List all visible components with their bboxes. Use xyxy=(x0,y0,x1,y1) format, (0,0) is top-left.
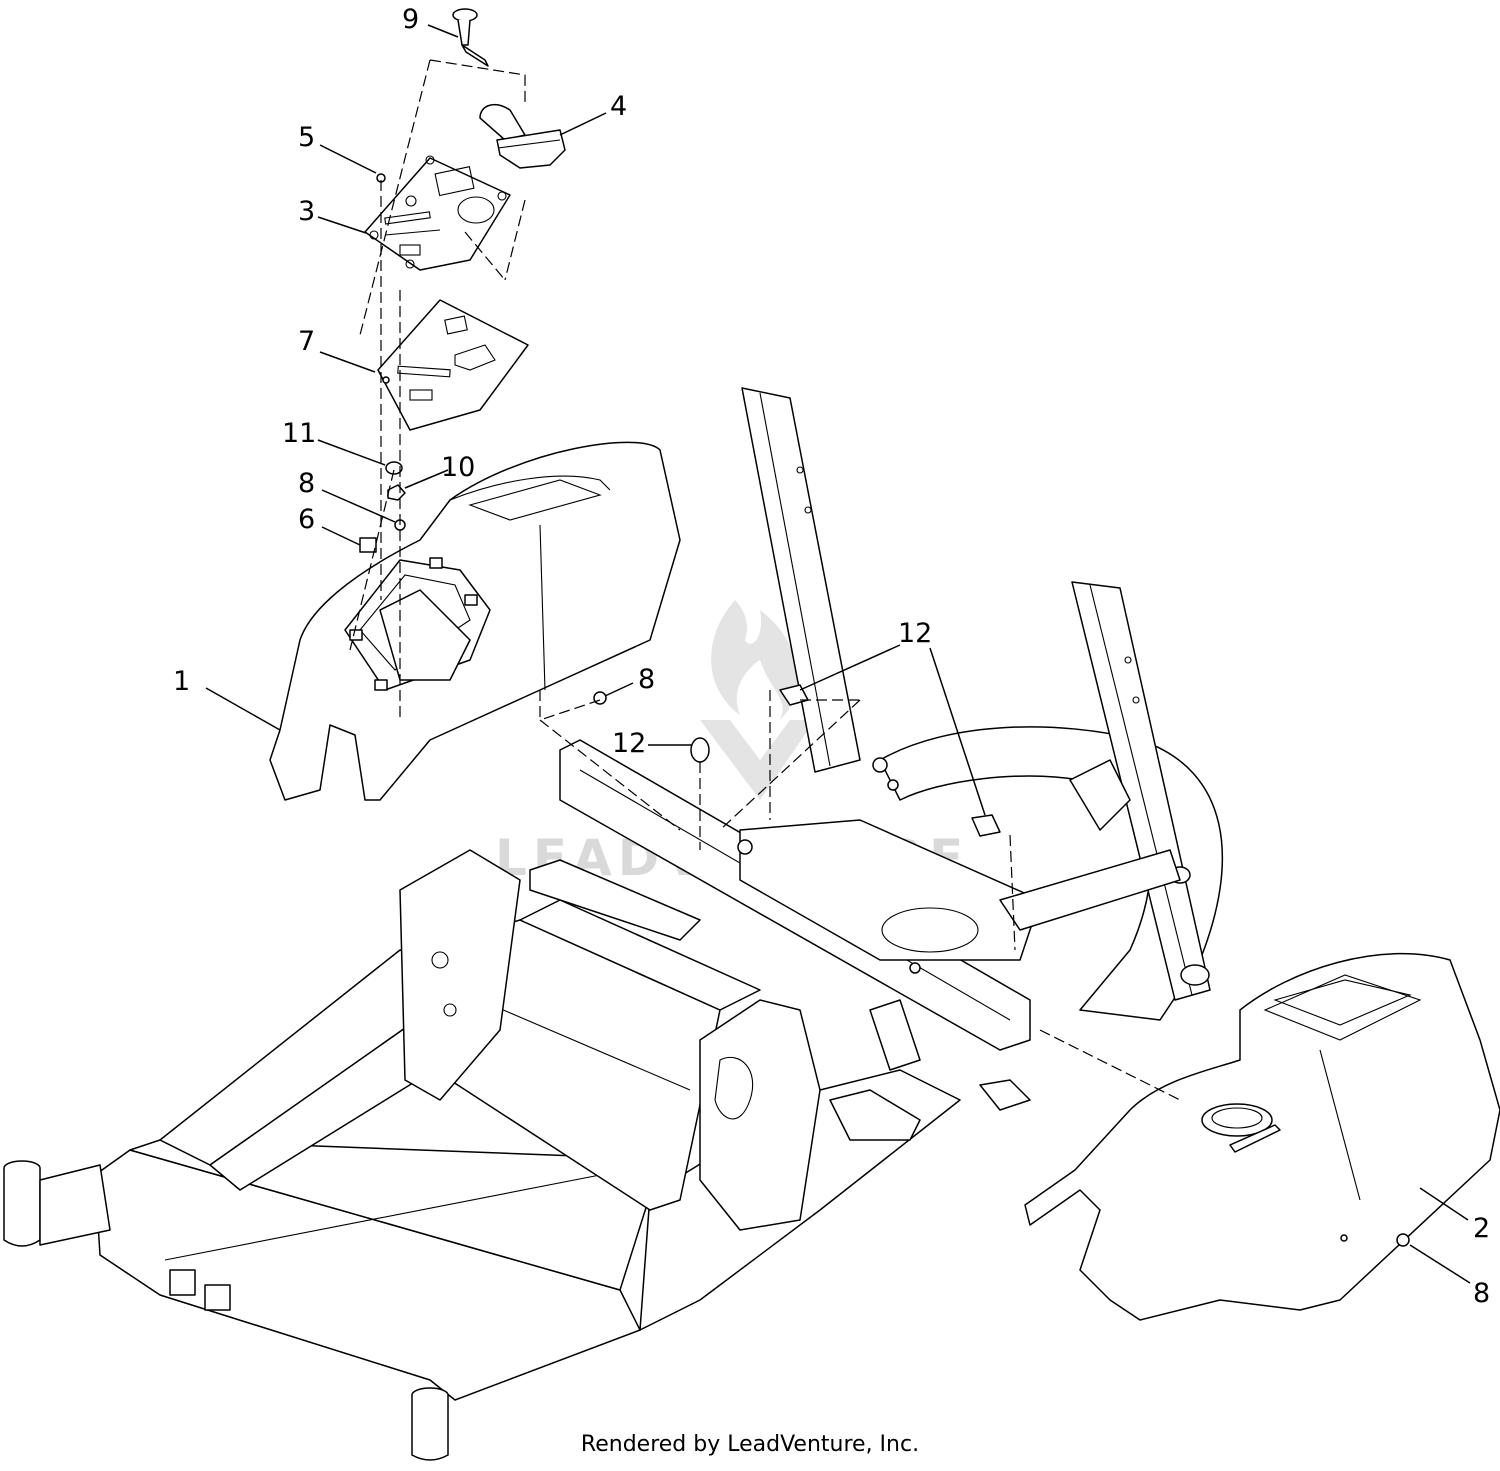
callout-4: 4 xyxy=(610,91,627,122)
part-9-choke-knob xyxy=(452,8,489,67)
callout-5: 5 xyxy=(298,122,315,153)
part-6-clip xyxy=(359,537,377,553)
flame-logo-icon xyxy=(711,600,798,720)
callout-8-top: 8 xyxy=(298,468,315,499)
callout-10: 10 xyxy=(441,452,475,483)
part-8-screw-mid xyxy=(593,691,607,705)
callout-6: 6 xyxy=(298,504,315,535)
callout-11: 11 xyxy=(282,418,316,449)
callout-9: 9 xyxy=(402,4,419,35)
part-12-grommet-left xyxy=(690,737,710,763)
callout-1: 1 xyxy=(173,666,190,697)
v-logo-icon xyxy=(700,720,815,800)
part-7-sub-plate xyxy=(377,299,529,431)
callout-7: 7 xyxy=(298,326,315,357)
part-12-latch-lower xyxy=(971,814,1001,837)
part-2-right-console xyxy=(1024,953,1500,1321)
part-4-throttle-lever xyxy=(479,103,566,169)
callout-12-right: 12 xyxy=(898,618,932,649)
callout-8-mid: 8 xyxy=(638,664,655,695)
callout-12-left: 12 xyxy=(612,728,646,759)
leader-lines xyxy=(205,24,1471,1284)
part-1-left-console xyxy=(269,441,681,801)
part-8-screw-right xyxy=(1396,1233,1410,1247)
part-3-control-panel xyxy=(364,155,511,271)
footer-credit: Rendered by LeadVenture, Inc. xyxy=(580,1432,920,1457)
callout-labels: 9 4 5 3 7 11 10 8 6 1 8 12 12 2 8 xyxy=(173,4,1490,1309)
part-11-washer xyxy=(385,461,403,475)
part-10-nut xyxy=(387,484,406,501)
callout-2: 2 xyxy=(1473,1213,1490,1244)
explosion-lines xyxy=(349,59,1181,1101)
callout-3: 3 xyxy=(298,196,315,227)
callout-8-right: 8 xyxy=(1473,1278,1490,1309)
